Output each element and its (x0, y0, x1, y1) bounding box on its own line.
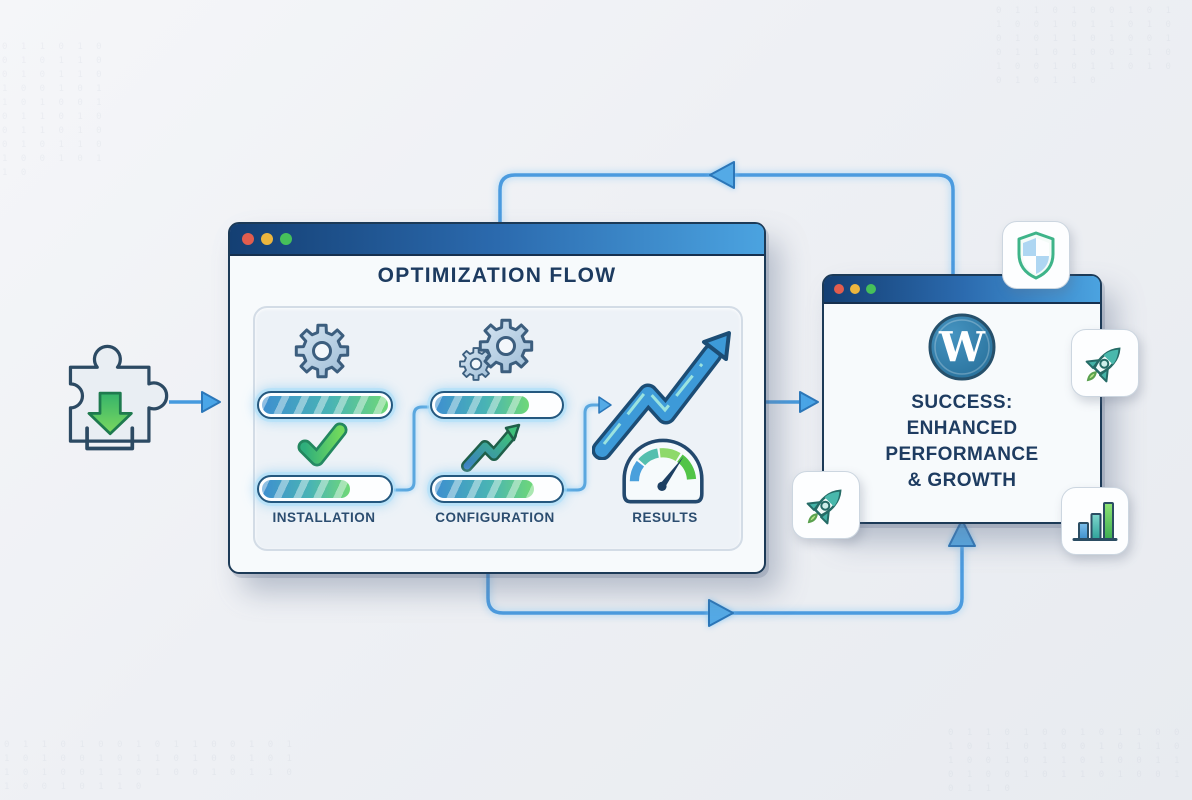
arrowhead-up-icon (948, 519, 976, 547)
bar-chart-icon (1072, 502, 1118, 541)
step-label-installation: INSTALLATION (272, 510, 376, 525)
close-dot-icon (834, 284, 844, 294)
success-line: & GROWTH (907, 470, 1017, 491)
minimize-dot-icon (850, 284, 860, 294)
success-line: PERFORMANCE (885, 444, 1039, 465)
minimize-dot-icon (261, 233, 273, 245)
download-arrow-icon (87, 391, 133, 436)
progress-bar (257, 475, 393, 503)
progress-bar (430, 391, 564, 419)
arrowhead-left-icon (709, 161, 735, 189)
arrowhead-right-icon (708, 599, 734, 627)
shield-badge (1002, 221, 1070, 289)
step-label-results: RESULTS (632, 510, 698, 525)
maximize-dot-icon (280, 233, 292, 245)
success-line: ENHANCED (906, 418, 1018, 439)
rocket-badge (1071, 329, 1139, 397)
checkmark-icon (297, 422, 348, 467)
progress-fill (262, 480, 351, 498)
success-message: SUCCESS: ENHANCED PERFORMANCE & GROWTH (824, 390, 1100, 494)
step-connectors (394, 396, 612, 492)
window-titlebar (230, 224, 764, 256)
progress-fill (435, 396, 530, 414)
progress-bar (430, 475, 564, 503)
rocket-icon (800, 479, 852, 531)
gears-icon (459, 318, 534, 381)
progress-bar (257, 391, 393, 419)
wordpress-logo: W (928, 313, 996, 381)
step-label-configuration: CONFIGURATION (435, 510, 555, 525)
gear-icon (294, 323, 350, 379)
shield-icon (1017, 231, 1055, 280)
plugin-download-icon (68, 344, 169, 451)
progress-fill (262, 396, 388, 414)
download-tray-icon (85, 426, 135, 451)
maximize-dot-icon (866, 284, 876, 294)
optimization-flow-window: OPTIMIZATION FLOW (228, 222, 766, 574)
growth-arrow-icon (592, 331, 731, 460)
trend-up-icon (461, 423, 521, 472)
svg-text:W: W (938, 323, 986, 371)
success-window: W SUCCESS: ENHANCED PERFORMANCE & GROWTH (822, 274, 1102, 524)
arrowhead-small-icon (598, 396, 612, 414)
close-dot-icon (242, 233, 254, 245)
arrow-flow-to-success-icon (765, 391, 819, 413)
bar-chart-badge (1061, 487, 1129, 555)
arrow-plugin-to-flow-icon (169, 391, 221, 413)
success-line: SUCCESS: (911, 392, 1013, 413)
progress-fill (435, 480, 535, 498)
rocket-icon (1079, 337, 1131, 389)
speedometer-icon (622, 438, 704, 504)
rocket-badge (792, 471, 860, 539)
window-title: OPTIMIZATION FLOW (377, 264, 617, 287)
